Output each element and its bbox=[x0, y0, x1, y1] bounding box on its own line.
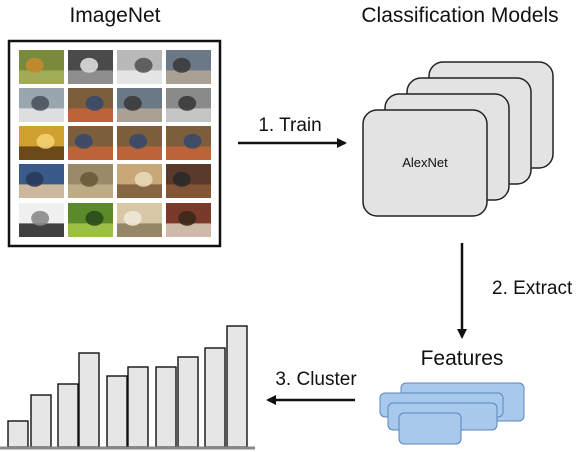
histogram-bar bbox=[106, 375, 128, 448]
thumbnail-dog-image bbox=[19, 203, 64, 237]
thumbnail-turtle-image bbox=[166, 164, 211, 198]
feature-layer bbox=[398, 412, 462, 445]
model-card-stack: AlexNet bbox=[362, 61, 554, 217]
thumbnail-rope-image bbox=[117, 203, 162, 237]
histogram-bar bbox=[30, 394, 52, 448]
thumbnail-boat-image bbox=[19, 88, 64, 122]
thumbnail-people-image bbox=[117, 88, 162, 122]
thumbnail-pillow-image bbox=[117, 164, 162, 198]
thumbnail-person-image bbox=[19, 164, 64, 198]
features-title: Features bbox=[421, 347, 504, 370]
cluster-histogram bbox=[7, 325, 248, 448]
imagenet-thumbnail-grid bbox=[19, 50, 211, 237]
thumbnail-train-image bbox=[166, 88, 211, 122]
histogram-bar bbox=[57, 383, 79, 448]
thumbnail-bird-image bbox=[68, 126, 113, 160]
thumbnail-animal-image bbox=[68, 50, 113, 84]
histogram-bar bbox=[177, 356, 199, 448]
thumbnail-candle-image bbox=[19, 126, 64, 160]
thumbnail-shoes-image bbox=[166, 203, 211, 237]
histogram-bar bbox=[226, 325, 248, 448]
imagenet-title: ImageNet bbox=[69, 4, 160, 27]
thumbnail-frog-image bbox=[19, 50, 64, 84]
thumbnail-people-image bbox=[166, 50, 211, 84]
thumbnail-bird-image bbox=[117, 126, 162, 160]
alexnet-card-label: AlexNet bbox=[402, 155, 448, 170]
feature-layer-stack bbox=[379, 382, 525, 445]
thumbnail-vegetables-image bbox=[68, 203, 113, 237]
thumbnail-bird-image bbox=[68, 88, 113, 122]
thumbnail-truck-image bbox=[117, 50, 162, 84]
histogram-bar bbox=[127, 366, 149, 448]
thumbnail-field-image bbox=[68, 164, 113, 198]
train-step-label: 1. Train bbox=[258, 115, 321, 136]
cluster-step-label: 3. Cluster bbox=[275, 369, 357, 390]
histogram-bar bbox=[78, 352, 100, 448]
histogram-bar bbox=[7, 420, 29, 448]
models-title: Classification Models bbox=[361, 4, 558, 27]
histogram-bar bbox=[155, 366, 177, 448]
thumbnail-bird-image bbox=[166, 126, 211, 160]
histogram-bar bbox=[204, 347, 226, 448]
extract-step-label: 2. Extract bbox=[492, 278, 573, 299]
model-card bbox=[362, 109, 488, 217]
